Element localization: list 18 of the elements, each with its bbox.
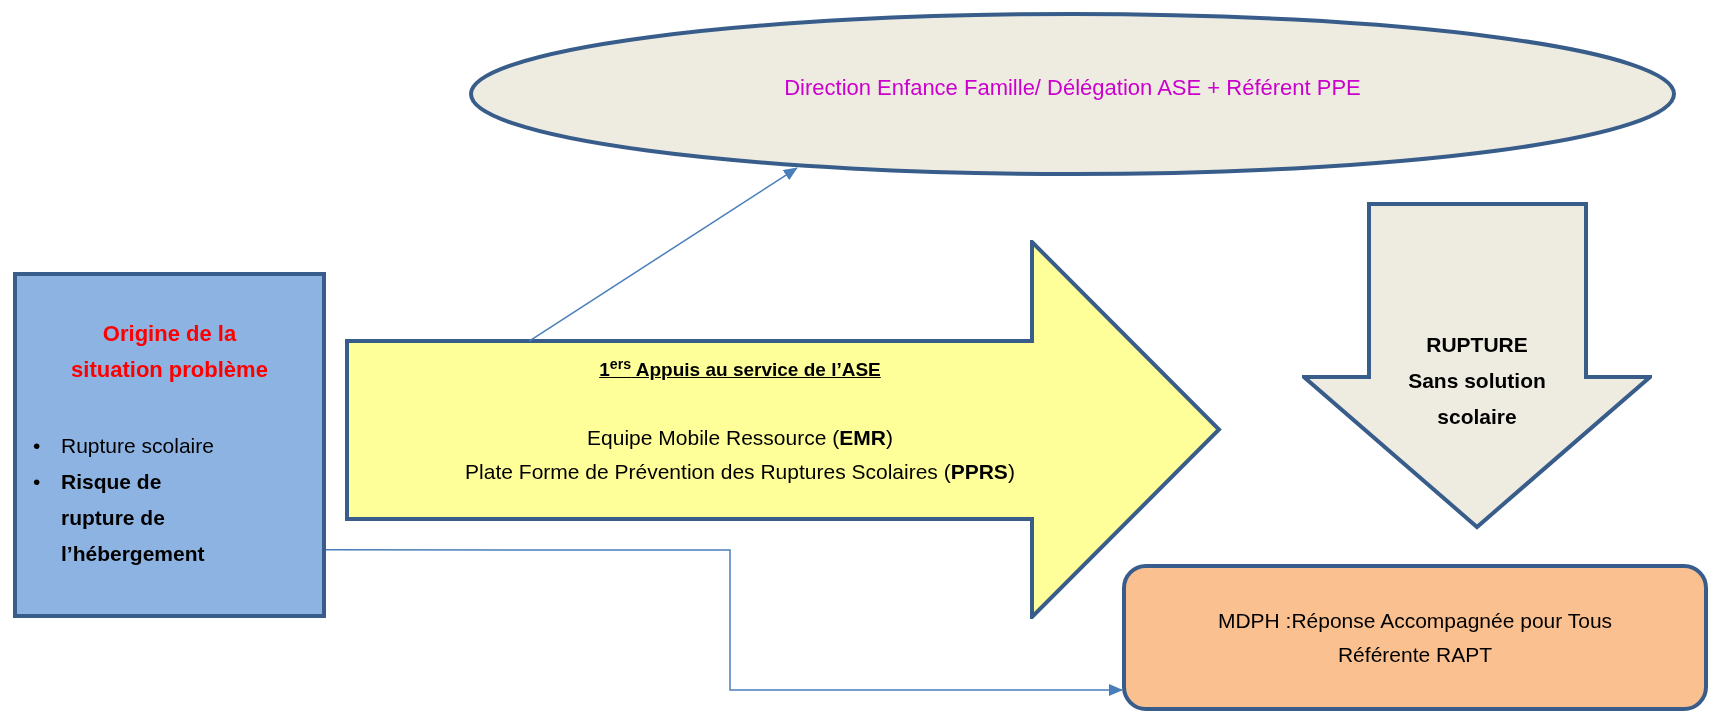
arrow-text: Equipe Mobile Ressource (EMR): [587, 425, 893, 451]
bullet-item: Rupture scolaire: [61, 433, 215, 459]
bullet-marker: •: [33, 433, 42, 459]
arrow-text: Plate Forme de Prévention des Ruptures Scolaires (PPRS): [465, 459, 1015, 485]
box-text: MDPH :Réponse Accompagnée pour Tous: [1217, 607, 1613, 634]
process-box: [1122, 564, 1708, 711]
block-arrow: [1302, 202, 1652, 530]
ellipse: [468, 11, 1677, 177]
arrow-text: RUPTURE Sans solution scolaire: [1407, 332, 1547, 430]
block-arrow: [345, 240, 1222, 619]
arrow-heading: 1$^{ers}$ Appuis au service de l’ASE: [599, 354, 881, 382]
ellipse-text: Direction Enfance Famille/ Délégation ASE + Référent PPE: [784, 73, 1361, 102]
arrow: [325, 549, 1123, 696]
bullet-marker: •: [33, 469, 42, 495]
box-heading: Origine de la situation problème: [70, 320, 269, 384]
bullet-item: Risque de rupture de l’hébergement: [61, 469, 206, 567]
process-box: [13, 272, 326, 618]
box-text: Référente RAPT: [1337, 641, 1493, 668]
